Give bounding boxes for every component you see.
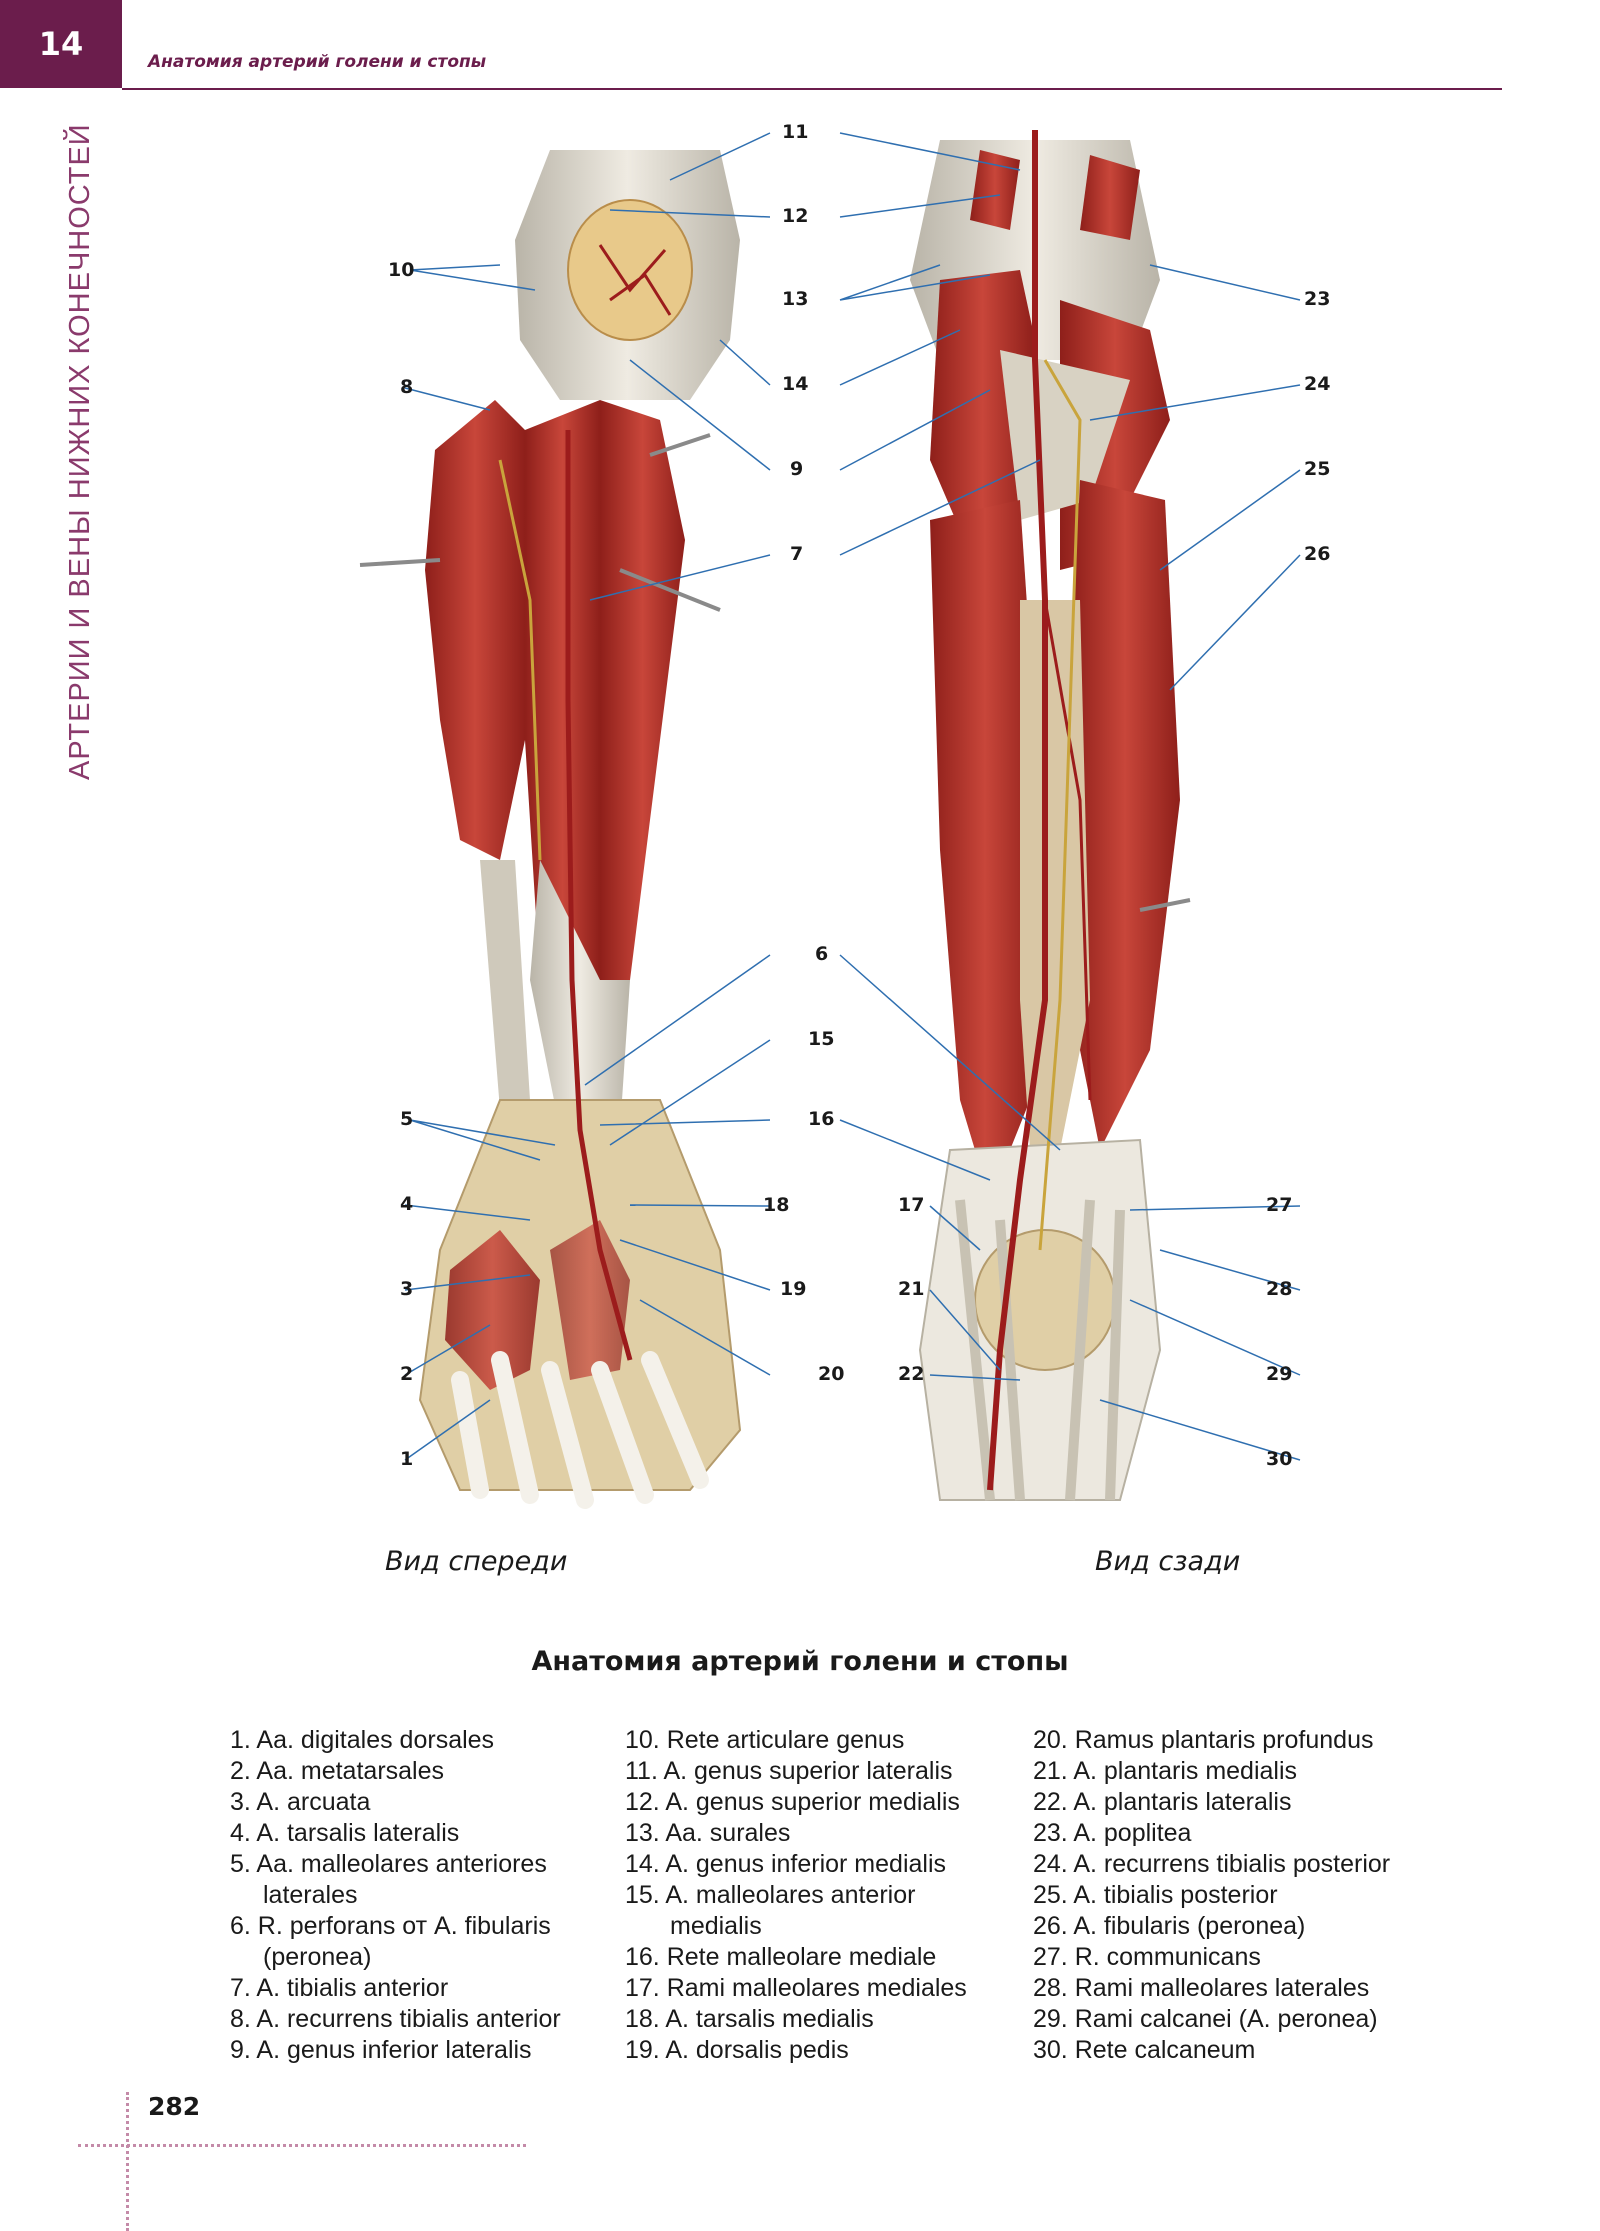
legend-item: 1. Aa. digitales dorsales: [230, 1726, 495, 1754]
callout-8: 8: [400, 376, 414, 398]
footer-dotted-horizontal: [78, 2144, 526, 2147]
header-rule: [122, 88, 1502, 90]
chapter-number: 14: [38, 25, 84, 63]
callout-11: 11: [782, 121, 809, 143]
legend-column-3: 20. Ramus plantaris profundus 21. A. pla…: [1033, 1725, 1390, 2066]
legend-item: 5. Aa. malleolares anteriores: [230, 1850, 547, 1878]
legend-item: 25. A. tibialis posterior: [1033, 1881, 1278, 1909]
callout-26: 26: [1304, 543, 1331, 565]
legend-item: 30. Rete calcaneum: [1033, 2036, 1256, 2064]
legend-item: 15. A. malleolares anterior: [625, 1881, 916, 1909]
legend-item: 17. Rami malleolares mediales: [625, 1974, 967, 2002]
legend-item: 29. Rami calcanei (A. peronea): [1033, 2005, 1378, 2033]
front-leg: [359, 150, 742, 1509]
anatomy-figure: 10 8 5 4 3 2 1 11 12 13 14 9 7 6 15 16 1…: [300, 100, 1400, 1540]
legend-item: 24. A. recurrens tibialis posterior: [1033, 1850, 1391, 1878]
callout-4: 4: [400, 1193, 414, 1215]
callout-7: 7: [790, 543, 804, 565]
legend-item: 7. A. tibialis anterior: [230, 1974, 449, 2002]
callout-17: 17: [898, 1194, 925, 1216]
legend-item: 3. A. arcuata: [230, 1788, 371, 1816]
legend-item: 9. A. genus inferior lateralis: [230, 2036, 532, 2064]
legend-item: 4. A. tarsalis lateralis: [230, 1819, 460, 1847]
callout-5: 5: [400, 1108, 414, 1130]
legend-item: 14. A. genus inferior medialis: [625, 1850, 947, 1878]
legend-item: 10. Rete articulare genus: [625, 1726, 905, 1754]
callout-21: 21: [898, 1278, 925, 1300]
legend-item: 6. R. perforans от A. fibularis: [230, 1912, 551, 1940]
legend-item: 18. A. tarsalis medialis: [625, 2005, 874, 2033]
caption-back-view: Вид сзади: [1095, 1546, 1241, 1577]
running-header-title: Анатомия артерий голени и стопы: [148, 52, 487, 72]
caption-front-view: Вид спереди: [385, 1546, 568, 1577]
legend-item: 19. A. dorsalis pedis: [625, 2036, 849, 2064]
anatomy-illustration: [359, 130, 1301, 1509]
callout-28: 28: [1266, 1278, 1293, 1300]
legend-item: 28. Rami malleolares laterales: [1033, 1974, 1370, 2002]
callout-14: 14: [782, 373, 809, 395]
callout-19: 19: [780, 1278, 807, 1300]
legend-item: 23. A. poplitea: [1033, 1819, 1192, 1847]
legend-column-2: 10. Rete articulare genus 11. A. genus s…: [625, 1725, 967, 2066]
leader-lines: [404, 132, 1301, 1461]
callout-13: 13: [782, 288, 809, 310]
legend-item-continuation: (peronea): [263, 1943, 372, 1971]
legend-item: 13. Aa. surales: [625, 1819, 791, 1847]
legend-item: 11. A. genus superior lateralis: [625, 1757, 953, 1785]
callout-18: 18: [763, 1194, 790, 1216]
callout-6: 6: [815, 943, 829, 965]
legend-column-1: 1. Aa. digitales dorsales 2. Aa. metatar…: [230, 1725, 561, 2066]
legend-item: 21. A. plantaris medialis: [1033, 1757, 1298, 1785]
callout-2: 2: [400, 1363, 414, 1385]
callout-23: 23: [1304, 288, 1331, 310]
callout-1: 1: [400, 1448, 414, 1470]
legend-item: 2. Aa. metatarsales: [230, 1757, 445, 1785]
callout-12: 12: [782, 205, 809, 227]
back-leg: [910, 130, 1191, 1501]
callout-24: 24: [1304, 373, 1331, 395]
callout-20: 20: [818, 1363, 845, 1385]
legend-item: 27. R. communicans: [1033, 1943, 1261, 1971]
chapter-number-box: 14: [0, 0, 122, 88]
page-number: 282: [148, 2092, 201, 2121]
callout-27: 27: [1266, 1194, 1293, 1216]
callout-16: 16: [808, 1108, 835, 1130]
section-side-title: АРТЕРИИ И ВЕНЫ НИЖНИХ КОНЕЧНОСТЕЙ: [64, 123, 96, 780]
callout-30: 30: [1266, 1448, 1293, 1470]
legend-item: 22. A. plantaris lateralis: [1033, 1788, 1292, 1816]
callout-9: 9: [790, 458, 804, 480]
legend-item: 26. A. fibularis (peronea): [1033, 1912, 1306, 1940]
callout-29: 29: [1266, 1363, 1293, 1385]
legend-item: 20. Ramus plantaris profundus: [1033, 1726, 1374, 1754]
callout-22: 22: [898, 1363, 925, 1385]
legend-item: 8. A. recurrens tibialis anterior: [230, 2005, 561, 2033]
callout-10: 10: [388, 259, 415, 281]
legend-item: 12. A. genus superior medialis: [625, 1788, 960, 1816]
callout-25: 25: [1304, 458, 1331, 480]
footer-dotted-vertical: [126, 2092, 129, 2231]
callout-3: 3: [400, 1278, 414, 1300]
legend-item-continuation: medialis: [670, 1912, 762, 1940]
callout-15: 15: [808, 1028, 835, 1050]
legend-title: Анатомия артерий голени и стопы: [531, 1646, 1069, 1677]
legend-item: 16. Rete malleolare mediale: [625, 1943, 937, 1971]
legend-item-continuation: laterales: [263, 1881, 358, 1909]
